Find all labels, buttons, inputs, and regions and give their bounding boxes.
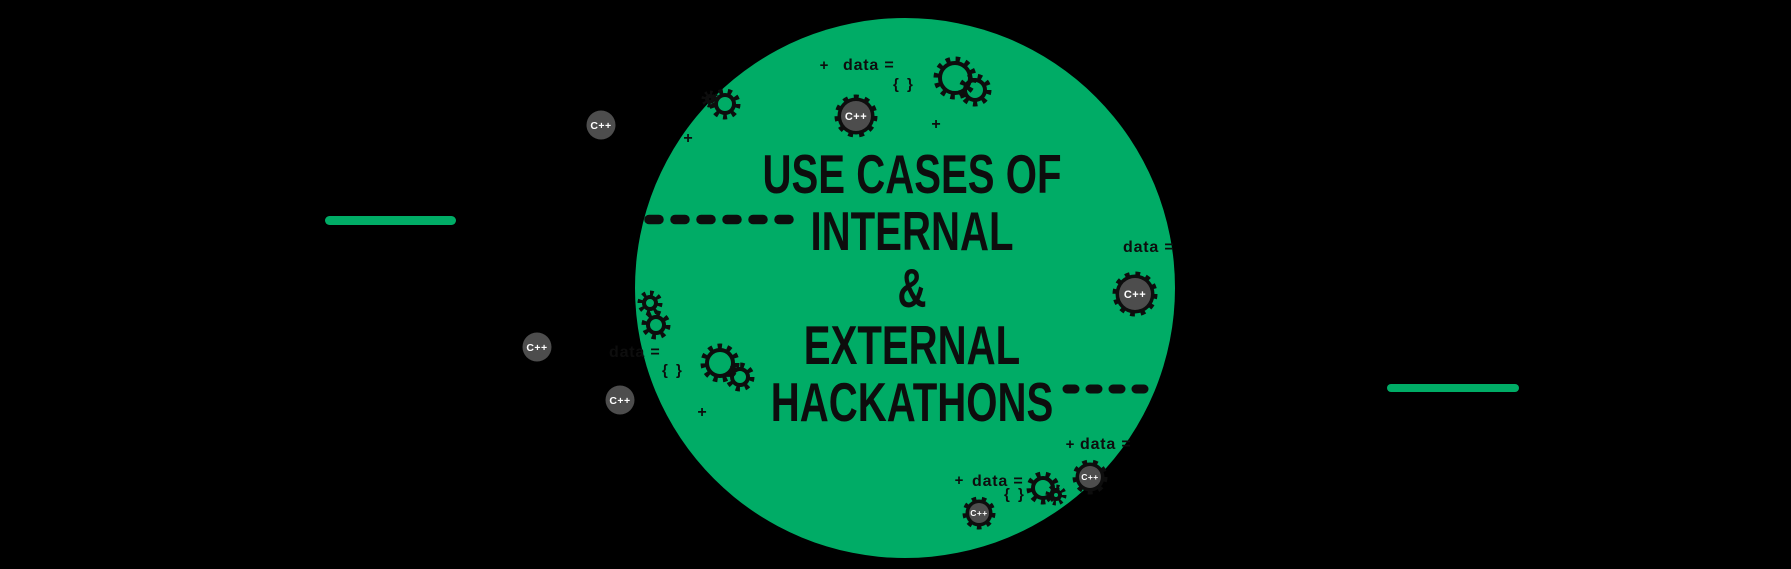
circle-title-line: EXTERNAL — [803, 314, 1021, 376]
gear-icon — [1045, 484, 1067, 506]
cpp-badge-label: C++ — [609, 395, 630, 407]
gear-icon — [709, 88, 741, 120]
gear-icon — [700, 343, 740, 383]
circle-title-line: HACKATHONS — [770, 371, 1054, 433]
svg-text:+: + — [697, 404, 706, 421]
plus-icon: + — [931, 116, 940, 133]
plus-icon: + — [697, 404, 706, 421]
code-snippet: + data ={ } — [955, 472, 1026, 503]
code-snippet: data = — [1123, 239, 1175, 256]
plus-icon: + — [683, 130, 692, 147]
gear-icon — [637, 290, 663, 316]
snippet-keyword: data = — [1123, 239, 1175, 256]
left-connector-line — [325, 216, 456, 225]
cpp-gear-badge: C++ — [1072, 459, 1108, 495]
circle-title-line: & — [897, 257, 927, 319]
circle-title: USE CASES OF INTERNAL & EXTERNAL HACKATH… — [751, 146, 1072, 431]
cpp-gear-badge: C++ — [1112, 271, 1158, 317]
code-snippet: + data = { } — [820, 57, 915, 93]
code-snippet: data ={ } — [609, 344, 684, 379]
cpp-badge-label: C++ — [526, 342, 547, 354]
cpp-badge: C++ — [605, 385, 635, 415]
gear-icon — [958, 73, 992, 107]
cpp-badge: C++ — [586, 110, 616, 140]
gear-icon — [933, 56, 977, 100]
snippet-braces: { } — [662, 362, 684, 379]
cpp-badge-label: C++ — [845, 111, 867, 123]
plus-icon: + — [820, 57, 829, 74]
right-connector-line — [1387, 384, 1519, 392]
cpp-badge-label: C++ — [590, 120, 611, 132]
code-snippet: + data = — [1066, 436, 1132, 453]
snippet-braces: { } — [1004, 486, 1026, 503]
cpp-gear-badge: C++ — [962, 496, 996, 530]
plus-icon: + — [955, 472, 964, 489]
gear-icon — [725, 362, 755, 392]
gear-icon — [641, 310, 671, 340]
circle-title-line: INTERNAL — [810, 200, 1014, 262]
snippet-keyword: data = — [1080, 436, 1132, 453]
gear-icon — [701, 90, 719, 108]
svg-text:+: + — [683, 130, 692, 147]
snippet-keyword: data = — [972, 473, 1024, 490]
snippet-keyword: data = — [843, 57, 895, 74]
cpp-badge: C++ — [522, 332, 552, 362]
cpp-badge-label: C++ — [970, 508, 988, 518]
snippet-keyword: data = — [609, 344, 661, 361]
cpp-badge-label: C++ — [1081, 472, 1099, 482]
snippet-braces: { } — [893, 76, 915, 93]
cpp-gear-badge: C++ — [834, 94, 878, 138]
svg-text:+: + — [931, 116, 940, 133]
plus-icon: + — [1066, 436, 1075, 453]
cpp-badge-label: C++ — [1124, 289, 1146, 301]
circle-title-line: USE CASES OF — [762, 143, 1062, 205]
